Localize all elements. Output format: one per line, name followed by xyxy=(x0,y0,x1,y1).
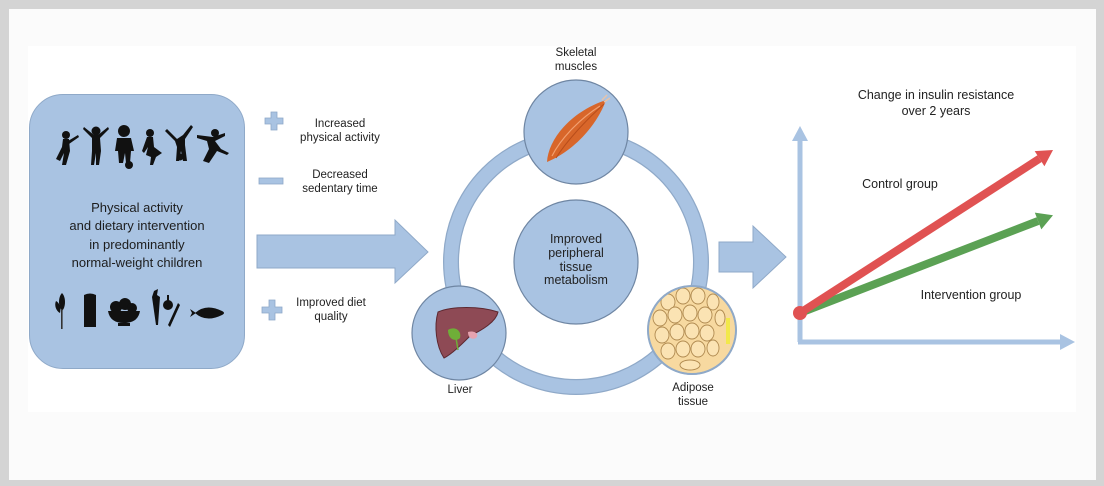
adipose-tissue-label: Adipose tissue xyxy=(672,382,714,409)
adipose-tissue-icon xyxy=(652,287,730,371)
x-axis-arrowhead xyxy=(1060,334,1075,350)
control-group-label: Control group xyxy=(862,177,938,191)
activity-icons xyxy=(55,125,229,329)
effect-label-physical-activity: Increased physical activity xyxy=(300,118,380,145)
series-arrowhead-control-group xyxy=(1034,150,1053,167)
bread-icon xyxy=(84,293,96,327)
effect-label-diet-quality: Improved diet quality xyxy=(296,297,366,324)
child-leaping-icon xyxy=(197,129,229,163)
series-line-intervention-group xyxy=(798,217,1040,317)
insulin-resistance-chart xyxy=(792,126,1075,350)
child-cartwheel-icon xyxy=(165,125,193,161)
minus-icon xyxy=(258,177,284,185)
grain-icon xyxy=(55,293,65,329)
child-dancing-icon xyxy=(142,129,162,165)
skeletal-muscles-label: Skeletal muscles xyxy=(554,47,598,74)
child-with-ball-icon xyxy=(115,125,134,169)
fruit-bowl-icon xyxy=(108,298,140,326)
fish-icon xyxy=(190,307,224,319)
chart-title: Change in insulin resistance over 2 year… xyxy=(857,88,1015,118)
baseline-point xyxy=(793,306,807,320)
intervention-description: Physical activity and dietary interventi… xyxy=(69,200,205,271)
intervention-group-label: Intervention group xyxy=(920,288,1022,302)
muscle-node xyxy=(523,79,629,185)
liver-icon xyxy=(435,307,499,359)
adipose-node xyxy=(647,285,737,375)
liver-label: Liver xyxy=(447,384,473,396)
effect-label-sedentary-time: Decreased sedentary time xyxy=(302,169,378,196)
vegetables-icon xyxy=(152,289,180,327)
series-arrowhead-intervention-group xyxy=(1034,212,1053,230)
y-axis-arrowhead xyxy=(792,126,808,141)
series-line-control-group xyxy=(797,155,1042,317)
child-jumping-icon xyxy=(83,126,109,165)
plus-icon xyxy=(264,111,284,131)
center-circle xyxy=(513,199,639,325)
muscle-icon xyxy=(547,94,611,162)
center-label: Improved peripheral tissue metabolism xyxy=(544,232,608,288)
liver-node xyxy=(411,285,507,381)
intervention-box: Physical activity and dietary interventi… xyxy=(29,94,245,369)
plus-icon xyxy=(261,299,283,321)
arrow-to-chart xyxy=(718,224,787,290)
arrow-to-tissues xyxy=(256,218,429,285)
child-running-icon xyxy=(56,131,79,165)
